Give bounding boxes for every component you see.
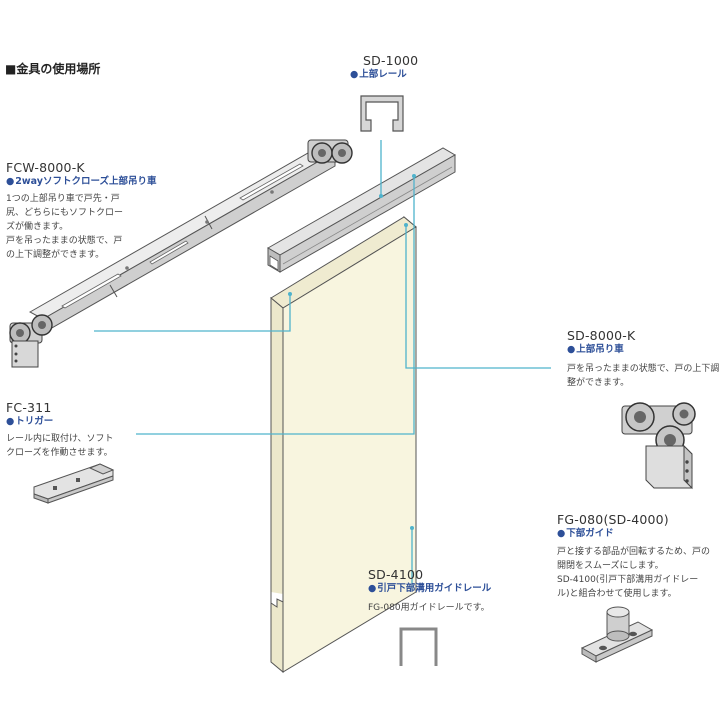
trigger-illustration [33, 463, 115, 504]
desc-line: レール内に取付け、ソフト [6, 434, 114, 444]
category-bottom-guide: 下部ガイド [557, 528, 614, 540]
category-top-rail: 上部レール [350, 69, 407, 81]
desc-sd4100: FG-080用ガイドレールです。 [368, 601, 518, 615]
leader-dot [288, 292, 292, 296]
desc-fcw8000k: 1つの上部吊り車で戸先・戸 尻、どちらにもソフトクロー ズが働きます。 戸を吊っ… [6, 192, 166, 262]
desc-line: 整ができます。 [567, 378, 630, 388]
top-hanger-illustration [621, 402, 696, 490]
model-fg080-name: FG-080 [557, 512, 604, 527]
model-fg080: FG-080(SD-4000) [557, 512, 669, 528]
desc-line: 戸を吊ったままの状態で、戸の上下調 [567, 364, 720, 374]
model-sd8000k: SD-8000-K [567, 328, 636, 343]
model-sd4100: SD-4100 [368, 567, 424, 582]
desc-line: ル)と組合わせて使用します。 [557, 589, 677, 599]
model-fcw8000k: FCW-8000-K [6, 160, 85, 175]
desc-line: ズが働きます。 [6, 222, 69, 232]
leader-dot [404, 223, 408, 227]
sliding-door [270, 215, 417, 674]
desc-fg080: 戸と接する部品が回転するため、戸の 開閉をスムーズにします。 SD-4100(引… [557, 545, 725, 601]
model-fg080-suffix: (SD-4000) [603, 512, 669, 527]
section-title: ■金具の使用場所 [5, 62, 101, 76]
desc-line: 尻、どちらにもソフトクロー [6, 208, 124, 218]
desc-line: FG-080用ガイドレールです。 [368, 603, 490, 613]
desc-fc311: レール内に取付け、ソフト クローズを作動させます。 [6, 432, 136, 460]
guide-rail-profile-icon [399, 627, 438, 666]
category-guide-rail: 引戸下部溝用ガイドレール [368, 583, 491, 595]
category-soft-close-hanger: 2wayソフトクローズ上部吊り車 [6, 176, 156, 188]
top-rail-illustration [267, 147, 456, 273]
model-fc311: FC-311 [6, 400, 52, 415]
leader-dot [410, 526, 414, 530]
desc-line: 開閉をスムーズにします。 [557, 561, 664, 571]
desc-line: 戸と接する部品が回転するため、戸の [557, 547, 711, 557]
desc-line: 1つの上部吊り車で戸先・戸 [6, 194, 120, 204]
category-trigger: トリガー [6, 416, 53, 428]
model-sd1000: SD-1000 [363, 53, 419, 68]
soft-close-hanger-illustration [9, 139, 353, 368]
leader-dot [412, 174, 416, 178]
desc-line: 戸を吊ったままの状態で、戸 [6, 236, 123, 246]
desc-sd8000k: 戸を吊ったままの状態で、戸の上下調 整ができます。 [567, 362, 725, 390]
leader-dot [379, 194, 383, 198]
desc-line: クローズを作動させます。 [6, 448, 113, 458]
desc-line: の上下調整ができます。 [6, 250, 105, 260]
category-top-hanger: 上部吊り車 [567, 344, 624, 356]
bottom-guide-illustration [580, 606, 654, 663]
leader-lines [94, 140, 551, 590]
desc-line: SD-4100(引戸下部溝用ガイドレー [557, 575, 699, 585]
rail-profile-icon [360, 95, 404, 132]
